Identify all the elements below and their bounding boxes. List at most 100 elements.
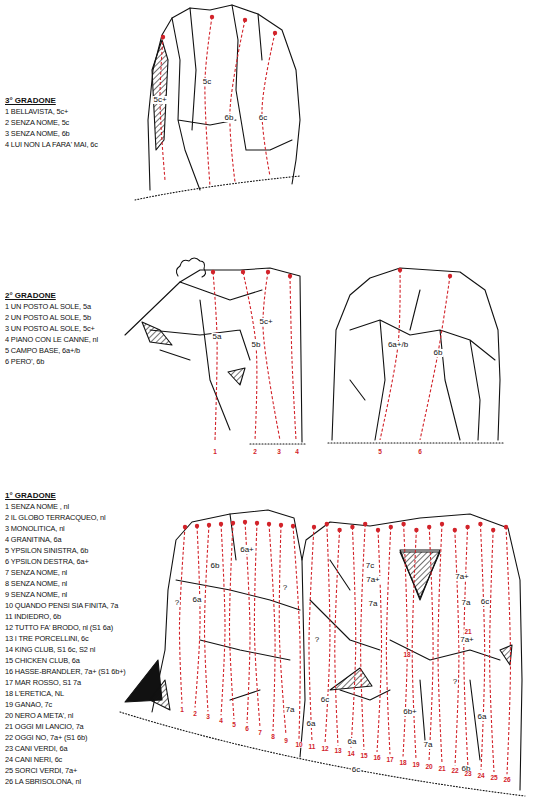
grade-label: 5c+ [152, 96, 167, 104]
rock-outline [148, 5, 300, 190]
route-top-dot [504, 525, 508, 529]
grade-label: 6a [477, 713, 488, 721]
route-number: 10 [294, 741, 303, 748]
grade-label: 7a+ [454, 573, 470, 581]
route-line [380, 270, 400, 440]
route-list-item: 2 SENZA NOME, 5c [5, 119, 69, 126]
grade-label: 6a [347, 738, 358, 746]
route-top-dot [350, 525, 354, 529]
route-top-dot [376, 528, 380, 532]
route-line [351, 527, 356, 748]
route-top-dot [465, 525, 469, 529]
route-top-dot [211, 270, 215, 274]
rock-outline [152, 510, 305, 757]
route-number: 2 [192, 710, 198, 717]
grade-label: 6b [210, 562, 221, 570]
route-number: 23 [463, 770, 472, 777]
route-top-dot [288, 274, 292, 278]
grade-label: 7a+ [459, 636, 475, 644]
grade-label: 6a [306, 720, 317, 728]
route-top-dot [207, 523, 211, 527]
ground-line [135, 176, 300, 200]
route-line [386, 527, 390, 754]
route-number: 9 [283, 738, 289, 745]
route-line [254, 523, 260, 727]
route-top-dot [161, 35, 165, 39]
route-top-dot [414, 528, 418, 532]
route-line [269, 524, 275, 731]
route-top-dot [255, 521, 259, 525]
route-line [195, 526, 200, 708]
rock-outline [302, 514, 522, 790]
route-top-dot [427, 525, 431, 529]
route-list-item: 22 OGGI NO, 7a+ (S1 6b) [5, 734, 87, 741]
route-number: 15 [359, 753, 368, 760]
route-line [179, 527, 185, 704]
route-top-dot [183, 525, 187, 529]
route-list-item: 6 YPSILON DESTRA, 6a+ [5, 558, 89, 565]
route-top-dot [363, 522, 367, 526]
route-top-dot [195, 524, 199, 528]
route-number: 13 [333, 748, 342, 755]
route-number: 1 [212, 449, 218, 456]
rock-shade [142, 322, 172, 345]
rock-crack [176, 514, 500, 760]
route-top-dot [312, 525, 316, 529]
grade-label: 7a [285, 706, 296, 714]
route-line [464, 527, 468, 768]
grade-label: 6b [224, 114, 235, 122]
route-number: 2 [252, 449, 258, 456]
route-line [429, 527, 433, 761]
grade-label: 7a [423, 741, 434, 749]
route-top-dot [231, 521, 235, 525]
route-list-item: 1 BELLAVISTA, 5c+ [5, 108, 68, 115]
grade-label: 6c [320, 696, 330, 704]
route-line [279, 525, 286, 735]
route-number: 11 [308, 744, 317, 751]
route-top-dot [219, 522, 223, 526]
route-list-item: 20 NERO A META', nl [5, 712, 73, 719]
route-number: 24 [476, 773, 485, 780]
route-top-dot [398, 268, 402, 272]
route-list-item: 18 L'ERETICA, NL [5, 690, 64, 697]
route-top-dot [325, 522, 329, 526]
route-number: 21 [437, 766, 446, 773]
route-line [160, 37, 165, 180]
bush [176, 258, 205, 277]
route-number: 26 [502, 777, 511, 784]
route-number: 8 [270, 734, 276, 741]
route-list-item: 17 MAR ROSSO, S1 7a [5, 679, 81, 686]
section-heading: 2° GRADONE [5, 292, 56, 300]
route-line [213, 272, 217, 440]
grade-label: 6b [433, 349, 444, 357]
route-number: 16 [372, 755, 381, 762]
grade-label: 6a+/b [387, 341, 409, 349]
route-number: 5 [377, 449, 383, 456]
route-number: 20 [424, 764, 433, 771]
route-top-dot [448, 274, 452, 278]
grade-label: ? [174, 599, 180, 607]
route-top-dot [243, 18, 247, 22]
route-list-item: 2 IL GLOBO TERRACQUEO, nl [5, 514, 106, 521]
route-number: 22 [450, 768, 459, 775]
grade-label: 5a [212, 333, 223, 341]
grade-label: 7c [365, 562, 375, 570]
route-number: 3 [276, 449, 282, 456]
route-list-item: 26 LA SBRISOLONA, nl [5, 778, 81, 785]
route-number: 25 [489, 775, 498, 782]
route-number: 21 [463, 629, 472, 636]
route-line [221, 524, 225, 715]
route-line [335, 530, 340, 745]
route-list-item: 24 CANI NERI, 6c [5, 756, 62, 763]
route-list-item: 3 SENZA NOME, 6b [5, 130, 70, 137]
ground-line [328, 442, 505, 443]
route-list-item: 13 I TRE PORCELLINI, 6c [5, 635, 89, 642]
route-line [361, 524, 366, 750]
route-number: 5 [231, 722, 237, 729]
grade-label: 6c [258, 114, 268, 122]
route-list-item: 10 QUANDO PENSI SIA FINITA, 7a [5, 602, 118, 609]
route-list-item: 3 UN POSTO AL SOLE, 5c+ [5, 325, 95, 332]
rock-crack [350, 290, 495, 440]
route-line [243, 272, 257, 440]
grade-label: 6a [192, 596, 203, 604]
